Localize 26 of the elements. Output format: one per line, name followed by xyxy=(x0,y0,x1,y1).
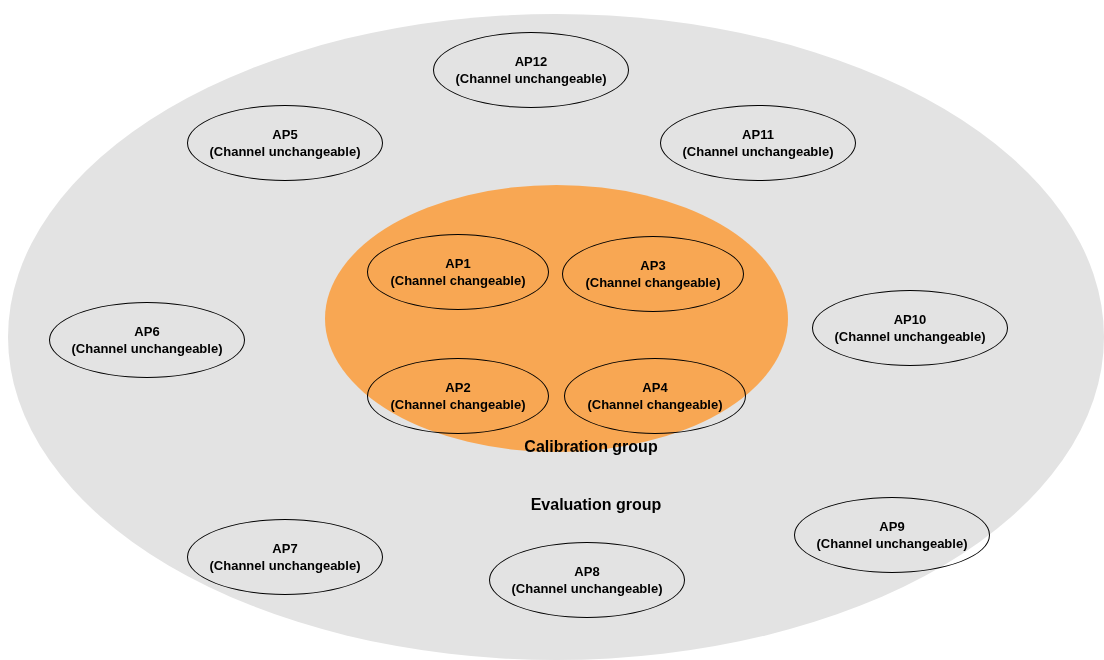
channel-status: (Channel changeable) xyxy=(587,396,723,413)
ap-name: AP4 xyxy=(642,379,668,396)
ap-name: AP10 xyxy=(893,311,927,328)
channel-status: (Channel unchangeable) xyxy=(682,143,834,160)
channel-status: (Channel unchangeable) xyxy=(71,340,223,357)
channel-status: (Channel changeable) xyxy=(390,396,526,413)
channel-status: (Channel unchangeable) xyxy=(209,557,361,574)
channel-status: (Channel unchangeable) xyxy=(834,328,986,345)
channel-status: (Channel unchangeable) xyxy=(455,70,607,87)
ap-name: AP12 xyxy=(514,53,548,70)
ap-name: AP3 xyxy=(640,257,666,274)
group-label: Calibration group xyxy=(524,438,658,456)
channel-status: (Channel changeable) xyxy=(390,272,526,289)
ap-name: AP6 xyxy=(134,323,160,340)
group-label: Evaluation group xyxy=(530,496,662,514)
ap-name: AP2 xyxy=(445,379,471,396)
ap-name: AP7 xyxy=(272,540,298,557)
channel-status: (Channel unchangeable) xyxy=(511,580,663,597)
ap-name: AP11 xyxy=(742,126,774,143)
channel-status: (Channel unchangeable) xyxy=(816,535,968,552)
ap-name: AP8 xyxy=(574,563,600,580)
ap-name: AP5 xyxy=(272,126,298,143)
channel-status: (Channel unchangeable) xyxy=(209,143,361,160)
ap-name: AP9 xyxy=(879,518,905,535)
channel-status: (Channel changeable) xyxy=(585,274,721,291)
ap-name: AP1 xyxy=(445,255,471,272)
